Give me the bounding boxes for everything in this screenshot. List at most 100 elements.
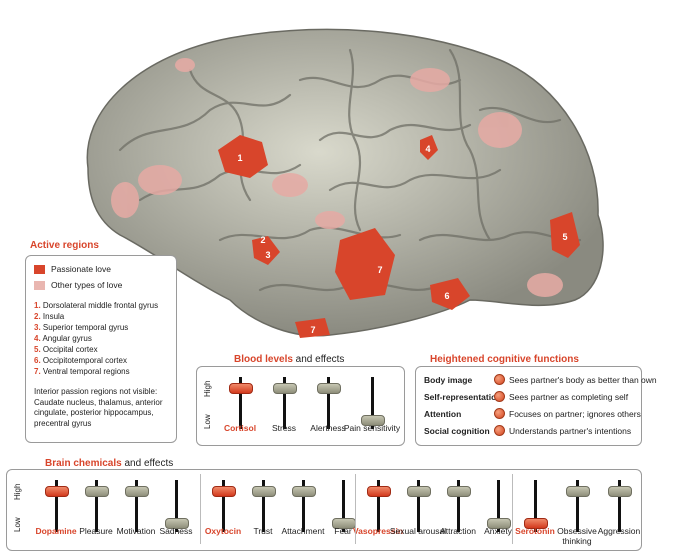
interior-note: Interior passion regions not visible: Ca… (34, 387, 163, 428)
cognitive-row: Body image Sees partner's body as better … (424, 374, 657, 385)
cognitive-panel: Body image Sees partner's body as better … (415, 366, 657, 446)
slider-knob (165, 517, 189, 529)
level-slider (487, 476, 511, 534)
bullet-dot-icon (494, 391, 505, 402)
group-divider (355, 474, 356, 544)
axis-high-label: High (203, 380, 212, 397)
slider-track (617, 480, 621, 532)
region-item: 1. Dorsolateral middle frontal gyrus (34, 300, 174, 311)
slider-track (282, 377, 286, 429)
slider-knob (608, 486, 632, 498)
region-item: 2. Insula (34, 311, 174, 322)
cognitive-label: Social cognition (424, 425, 490, 436)
region-number: 6. (34, 356, 41, 365)
level-slider (524, 476, 548, 534)
slider-track (575, 480, 579, 532)
level-slider (165, 476, 189, 534)
slider-track (238, 377, 242, 429)
region-number: 1. (34, 301, 41, 310)
cognitive-label: Attention (424, 408, 462, 419)
marker-2: 2 (260, 235, 265, 245)
marker-3: 3 (265, 250, 270, 260)
slider-knob (524, 517, 548, 529)
slider-track (341, 480, 345, 532)
slider-track (533, 480, 537, 532)
level-slider (361, 373, 385, 431)
slider-label: Stress (271, 423, 297, 433)
level-slider (407, 476, 431, 534)
slider-label: Obsessive thinking (557, 526, 597, 546)
level-slider (252, 476, 276, 534)
slider-knob (212, 486, 236, 498)
slider-label: Serotonin (515, 526, 555, 536)
slider-knob (85, 486, 109, 498)
legend-other: Other types of love (34, 280, 122, 290)
marker-4: 4 (425, 144, 430, 154)
level-slider (367, 476, 391, 534)
blood-levels-title-bold: Blood levels (234, 354, 293, 365)
level-slider (447, 476, 471, 534)
slider-track (261, 480, 265, 532)
slider-track (416, 480, 420, 532)
slider-track (301, 480, 305, 532)
level-slider (85, 476, 109, 534)
cognitive-text: Focuses on partner; ignores others (509, 408, 641, 419)
region-number: 5. (34, 345, 41, 354)
slider-knob (317, 383, 341, 395)
slider-knob (361, 414, 385, 426)
level-slider (125, 476, 149, 534)
slider-label: Pleasure (79, 526, 113, 536)
region-name: Dorsolateral middle frontal gyrus (42, 301, 159, 310)
level-slider (212, 476, 236, 534)
cognitive-label: Self-representation (424, 391, 502, 402)
slider-track (134, 480, 138, 532)
level-slider (317, 373, 341, 431)
other-swatch (34, 280, 45, 290)
slider-track (370, 377, 374, 429)
cognitive-text: Sees partner as completing self (509, 391, 629, 402)
slider-label: Attraction (440, 526, 476, 536)
slider-knob (252, 486, 276, 498)
slider-label: Trust (253, 526, 273, 536)
region-number: 3. (34, 323, 41, 332)
level-slider (229, 373, 253, 431)
slider-label: Pain sensitivity (343, 423, 401, 433)
axis-low-label: Low (13, 517, 22, 532)
cognitive-text: Understands partner's intentions (509, 425, 632, 436)
slider-track (221, 480, 225, 532)
cognitive-text: Sees partner's body as better than own (509, 374, 657, 385)
slider-track (94, 480, 98, 532)
region-number: 2. (34, 312, 41, 321)
slider-label: Motivation (116, 526, 156, 536)
group-divider (512, 474, 513, 544)
slider-track (174, 480, 178, 532)
marker-5: 5 (562, 232, 567, 242)
brain-chemicals-title: Brain chemicals and effects (45, 458, 173, 469)
region-item: 4. Angular gyrus (34, 333, 174, 344)
slider-label: Sadness (159, 526, 193, 536)
slider-knob (487, 517, 511, 529)
group-divider (200, 474, 201, 544)
level-slider (45, 476, 69, 534)
region-name: Superior temporal gyrus (42, 323, 129, 332)
marker-6: 6 (444, 291, 449, 301)
region-name: Angular gyrus (42, 334, 92, 343)
slider-track (456, 480, 460, 532)
axis-high-label: High (13, 483, 22, 500)
cognitive-row: Social cognition Understands partner's in… (424, 425, 631, 436)
blood-levels-title-rest: and effects (292, 354, 345, 365)
region-item: 6. Occipitotemporal cortex (34, 355, 174, 366)
cognitive-row: Attention Focuses on partner; ignores oth… (424, 408, 641, 419)
slider-track (326, 377, 330, 429)
region-item: 5. Occipital cortex (34, 344, 174, 355)
slider-label: Oxytocin (204, 526, 242, 536)
active-regions-title: Active regions (30, 240, 99, 251)
slider-label: Aggression (597, 526, 641, 536)
cognitive-label: Body image (424, 374, 473, 385)
slider-track (496, 480, 500, 532)
region-name: Occipitotemporal cortex (42, 356, 127, 365)
slider-knob (566, 486, 590, 498)
brain-chemicals-title-rest: and effects (121, 458, 174, 469)
slider-label: Dopamine (35, 526, 77, 536)
